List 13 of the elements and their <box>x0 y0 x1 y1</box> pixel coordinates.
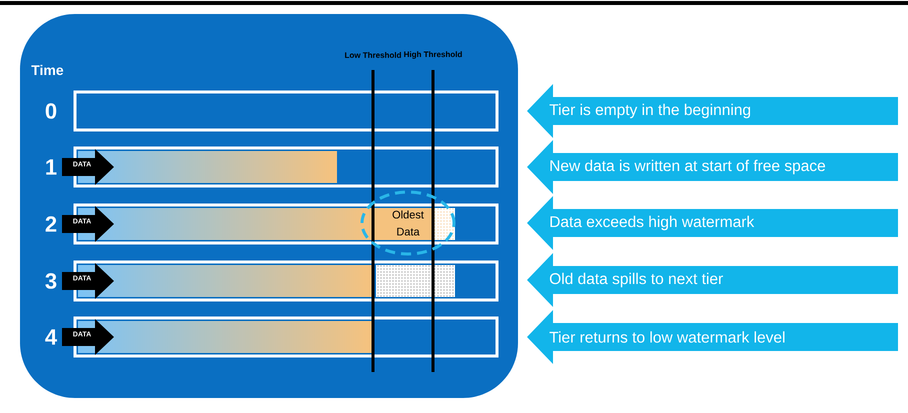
tier-bar <box>372 208 455 240</box>
tier-bar <box>74 260 498 302</box>
row-number: 3 <box>45 273 56 289</box>
row-number: 0 <box>46 103 56 119</box>
threshold-label: High Threshold <box>404 51 462 59</box>
tier-bar <box>74 204 498 244</box>
row-number: 2 <box>46 216 56 232</box>
tier-bar <box>74 146 498 188</box>
tier-bar <box>74 90 498 132</box>
tier-bar <box>74 316 498 358</box>
row-number: 1 <box>46 159 56 175</box>
threshold-label: Low Threshold <box>345 52 401 58</box>
row-number: 4 <box>45 329 57 345</box>
